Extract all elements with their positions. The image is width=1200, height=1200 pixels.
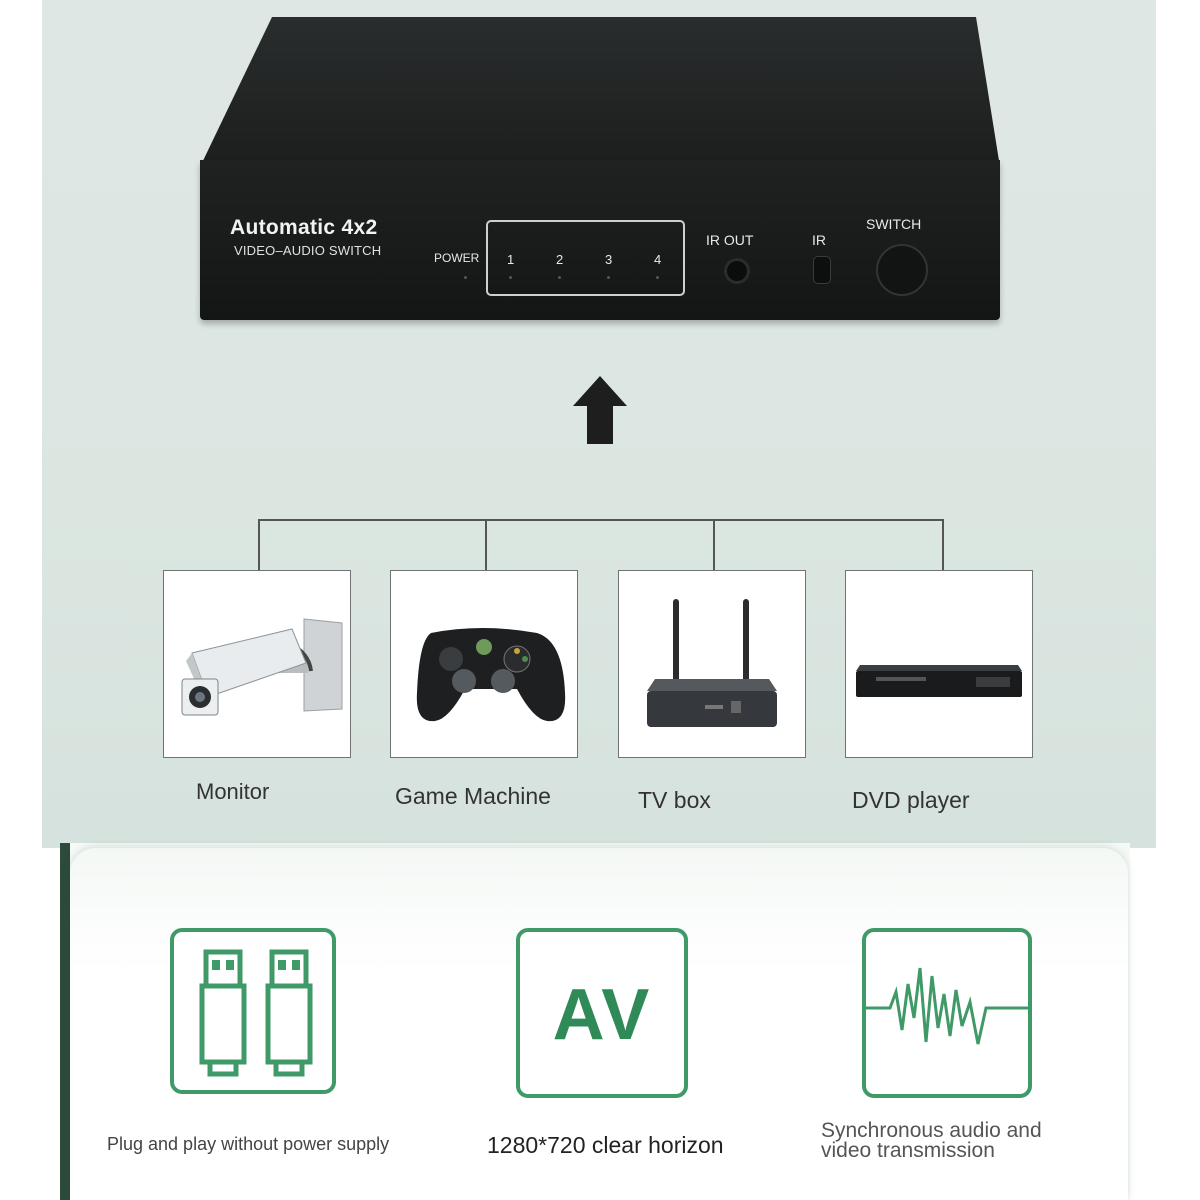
connector-line-4 [942,519,944,570]
security-camera-icon [181,618,343,716]
source-label-tvbox: TV box [638,787,711,813]
device-title: Automatic 4x2 [230,216,378,239]
source-card-dvd [845,570,1033,758]
connector-horizontal-line [258,519,943,521]
usb-connector-icon [199,949,313,1077]
feature-caption-waveform-line2: video transmission [821,1139,995,1162]
source-label-monitor: Monitor [196,779,270,804]
power-led [464,276,467,279]
feature-box-waveform [862,928,1032,1098]
feature-caption-usb: Plug and play without power supply [107,1134,390,1154]
port-3-led [607,276,610,279]
waveform-icon [866,967,1028,1045]
switch-device-front: Automatic 4x2 VIDEO–AUDIO SWITCH POWER 1… [200,160,1000,320]
switch-label: SWITCH [866,216,922,232]
feature-box-av: AV [516,928,688,1098]
connector-line-2 [485,519,487,570]
feature-caption-waveform: Synchronous audio and video transmission [821,1119,1042,1162]
device-subtitle: VIDEO–AUDIO SWITCH [234,243,382,258]
port-1-led [509,276,512,279]
av-icon: AV [552,975,652,1055]
feature-caption-waveform-line1: Synchronous audio and [821,1119,1042,1142]
connector-line-1 [258,519,260,570]
switch-device-top [200,17,1000,167]
ir-out-jack [724,258,750,284]
port-2-label: 2 [556,252,564,267]
source-card-game [390,570,578,758]
switch-button[interactable] [876,244,928,296]
port-1-label: 1 [507,252,515,267]
tv-box-icon [647,599,777,727]
ir-sensor [813,256,831,284]
feature-box-usb [170,928,336,1094]
gamepad-icon [416,628,566,722]
port-4-label: 4 [654,252,662,267]
connector-line-3 [713,519,715,570]
port-indicator-box [486,220,685,296]
port-2-led [558,276,561,279]
port-4-led [656,276,659,279]
source-card-tvbox [618,570,806,758]
ir-out-label: IR OUT [706,232,754,248]
dvd-player-icon [856,665,1022,697]
source-label-dvd: DVD player [852,787,970,813]
feature-caption-av: 1280*720 clear horizon [487,1132,724,1158]
ir-label: IR [812,232,826,248]
source-card-monitor [163,570,351,758]
up-arrow-icon [573,376,627,444]
port-3-label: 3 [605,252,613,267]
source-label-game: Game Machine [395,783,551,809]
power-label: POWER [434,251,480,265]
